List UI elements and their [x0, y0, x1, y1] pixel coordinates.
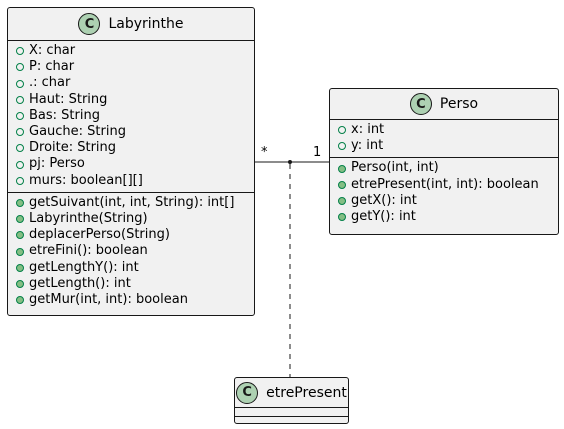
public-method-icon: [16, 279, 24, 288]
attributes-section: x: int y: int: [330, 120, 558, 157]
public-visibility-icon: [16, 160, 24, 169]
methods-section: Perso(int, int) etrePresent(int, int): b…: [330, 157, 558, 228]
class-labyrinthe[interactable]: C Labyrinthe X: char P: char .: char Hau…: [7, 7, 255, 316]
attribute: pj: Perso: [8, 156, 254, 172]
method: getY(): int: [330, 209, 558, 225]
class-name: etrePresent: [266, 384, 347, 401]
class-badge-icon: C: [78, 13, 101, 35]
public-method-icon: [16, 198, 24, 207]
class-etrepresent[interactable]: C etrePresent: [234, 377, 349, 424]
method: getLength(): int: [8, 276, 254, 292]
method: etrePresent(int, int): boolean: [330, 177, 558, 193]
public-method-icon: [16, 215, 24, 224]
public-visibility-icon: [16, 47, 24, 56]
public-method-icon: [338, 213, 346, 222]
method: getSuivant(int, int, String): int[]: [8, 195, 254, 211]
methods-section: getSuivant(int, int, String): int[] Laby…: [8, 191, 254, 311]
public-method-icon: [16, 263, 24, 272]
methods-section: [235, 417, 348, 425]
attribute: Bas: String: [8, 108, 254, 124]
method: getX(): int: [330, 193, 558, 209]
public-visibility-icon: [16, 79, 24, 88]
attributes-section: X: char P: char .: char Haut: String Bas…: [8, 41, 254, 192]
method: Perso(int, int): [330, 160, 558, 176]
attributes-section: [235, 408, 348, 417]
class-name: Perso: [439, 96, 479, 112]
attribute: murs: boolean[][]: [8, 173, 254, 189]
public-method-icon: [16, 296, 24, 305]
class-badge-icon: C: [409, 93, 432, 115]
attribute: Haut: String: [8, 92, 254, 108]
public-visibility-icon: [16, 63, 24, 72]
class-header: C Perso: [330, 89, 558, 120]
class-header: C etrePresent: [235, 378, 348, 408]
attribute: P: char: [8, 59, 254, 75]
public-visibility-icon: [16, 176, 24, 185]
multiplicity-labyrinthe: *: [261, 145, 268, 160]
method: deplacerPerso(String): [8, 227, 254, 243]
attribute: Droite: String: [8, 140, 254, 156]
attribute: Gauche: String: [8, 124, 254, 140]
public-method-icon: [16, 247, 24, 256]
public-visibility-icon: [16, 95, 24, 104]
public-visibility-icon: [16, 128, 24, 137]
public-method-icon: [338, 180, 346, 189]
method: getLengthY(): int: [8, 260, 254, 276]
public-method-icon: [338, 196, 346, 205]
method: Labyrinthe(String): [8, 211, 254, 227]
class-perso[interactable]: C Perso x: int y: int Perso(int, int) et…: [329, 88, 559, 235]
class-name: Labyrinthe: [108, 16, 184, 32]
public-visibility-icon: [16, 144, 24, 153]
public-visibility-icon: [338, 126, 346, 135]
method: getMur(int, int): boolean: [8, 292, 254, 308]
class-header: C Labyrinthe: [8, 8, 254, 41]
public-method-icon: [16, 231, 24, 240]
attribute: x: int: [330, 122, 558, 138]
public-method-icon: [338, 164, 346, 173]
public-visibility-icon: [338, 142, 346, 151]
attribute: .: char: [8, 75, 254, 91]
attribute: y: int: [330, 138, 558, 154]
association-class-dot: [288, 160, 292, 164]
method: etreFini(): boolean: [8, 243, 254, 259]
public-visibility-icon: [16, 111, 24, 120]
class-badge-icon: C: [236, 381, 259, 404]
attribute: X: char: [8, 43, 254, 59]
multiplicity-perso: 1: [313, 145, 322, 160]
